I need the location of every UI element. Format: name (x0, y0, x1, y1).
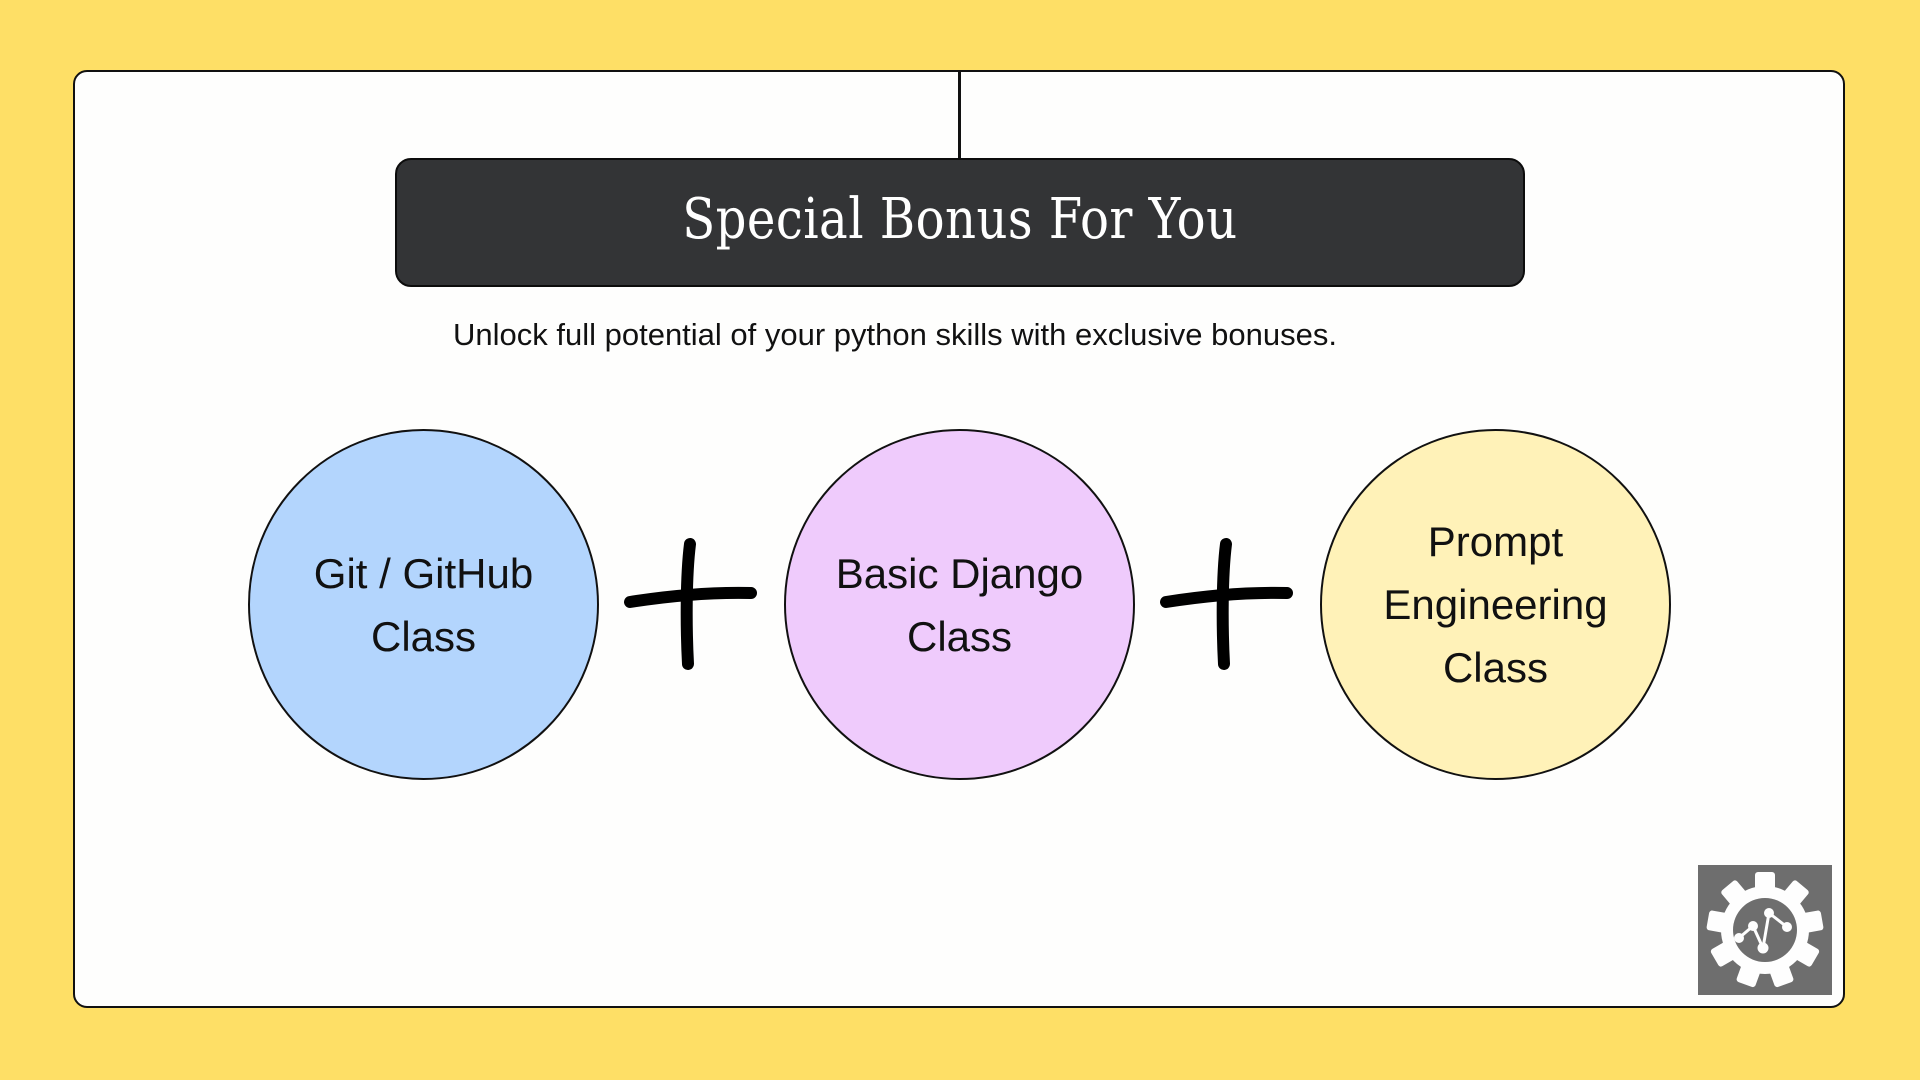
bonus-bubble-django: Basic Django Class (784, 429, 1135, 780)
plus-icon (1160, 538, 1293, 670)
title-banner: Special Bonus For You (395, 158, 1525, 287)
plus-icon (624, 538, 757, 670)
connector-line (958, 71, 961, 159)
bonus-label: Git / GitHub Class (313, 549, 534, 660)
bonus-label: Prompt Engineering Class (1383, 518, 1608, 691)
bonus-bubble-git-github: Git / GitHub Class (248, 429, 599, 780)
gear-chart-logo-icon (1706, 872, 1824, 988)
bonus-bubble-prompt-engineering: Prompt Engineering Class (1320, 429, 1671, 780)
slide-title: Special Bonus For You (682, 187, 1238, 252)
brand-logo (1698, 865, 1832, 995)
slide-subtitle: Unlock full potential of your python ski… (453, 317, 1337, 352)
bonus-label: Basic Django Class (835, 549, 1084, 660)
